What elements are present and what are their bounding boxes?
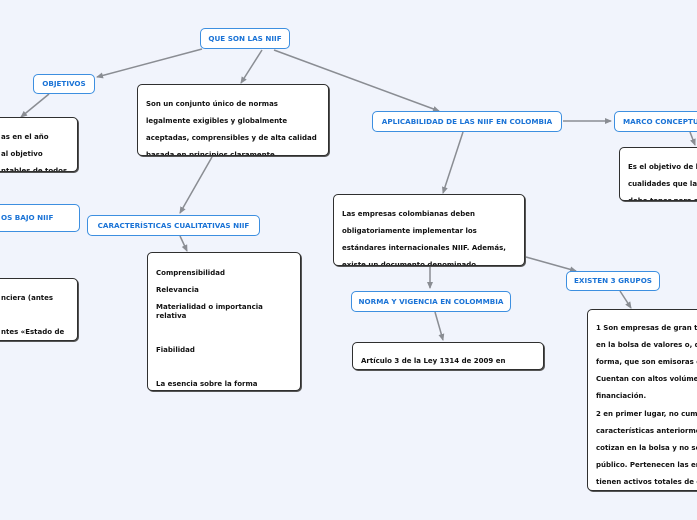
note-line: Las empresas colombianas deben: [342, 209, 475, 218]
note-line: 2 en primer lugar, no cum: [596, 409, 697, 418]
note-gap: [1, 311, 69, 319]
note-line: ntables de todos: [1, 166, 68, 172]
topic-norma-y-vigencia[interactable]: NORMA Y VIGENCIA EN COLOMMBIA: [351, 291, 511, 312]
note-estados[interactable]: nciera (antes ntes «Estado de Patrimonio…: [0, 278, 78, 341]
note-norma-y-vigencia[interactable]: Artículo 3 de la Ley 1314 de 2009 en Col…: [352, 342, 544, 370]
topic-marco-label: MARCO CONCEPTUA: [623, 116, 697, 126]
note-aplicabilidad[interactable]: Las empresas colombianas deben obligator…: [333, 194, 525, 266]
central-topic-que-son-las-niif[interactable]: QUE SON LAS NIIF: [200, 28, 290, 49]
topic-caracteristicas-label: CARACTERÍSTICAS CUALITATIVAS NIIF: [97, 220, 250, 230]
topic-objetivos-label: OBJETIVOS: [42, 79, 86, 89]
list-item: Comprensibilidad: [156, 268, 225, 277]
topic-estados-label: OS BAJO NIIF: [1, 213, 54, 223]
connector-caracteristicas-list: [179, 235, 188, 252]
note-line: Son un conjunto único de normas: [146, 99, 278, 108]
central-topic-label: QUE SON LAS NIIF: [208, 33, 282, 43]
list-item: La esencia sobre la forma: [156, 379, 258, 388]
connector-central-definicion: [240, 49, 263, 84]
note-objetivos[interactable]: as en el año al objetivo ntables de todo…: [0, 117, 78, 172]
topic-objetivos[interactable]: OBJETIVOS: [33, 74, 95, 94]
note-line: 1 Son empresas de gran ta: [596, 323, 697, 332]
connector-definicion-caracteristicas: [179, 156, 213, 214]
note-line: legalmente exigibles y globalmente: [146, 116, 288, 125]
connector-central-objetivos: [96, 48, 203, 79]
connector-grupos-note: [619, 290, 632, 309]
note-line: existe un documento denominado: [342, 261, 477, 266]
note-line: tienen activos totales de e: [596, 478, 697, 487]
note-line: al objetivo: [1, 149, 43, 158]
topic-aplicabilidad-niif-colombia[interactable]: APLICABILIDAD DE LAS NIIF EN COLOMBIA: [372, 111, 562, 132]
note-line: características anteriorme: [596, 426, 697, 435]
list-item: Relevancia: [156, 285, 199, 294]
connector-norma-note: [434, 311, 445, 341]
note-line: cualidades que la: [628, 179, 697, 188]
topic-aplicabilidad-label: APLICABILIDAD DE LAS NIIF EN COLOMBIA: [381, 116, 553, 126]
note-existen-3-grupos[interactable]: 1 Son empresas de gran ta en la bolsa de…: [587, 309, 697, 491]
connector-aplicabilidad-note: [442, 131, 464, 194]
note-marco-conceptual[interactable]: Es el objetivo de l cualidades que la de…: [619, 147, 697, 201]
note-line: debe tener para s: [628, 196, 697, 201]
note-line: Cuentan con altos volúme: [596, 375, 697, 384]
note-line: as en el año: [1, 132, 49, 141]
note-line: aceptadas, comprensibles y de alta calid…: [146, 133, 317, 142]
topic-grupos-label: EXISTEN 3 GRUPOS: [574, 276, 652, 286]
note-line: cotizan en la bolsa y no so: [596, 443, 697, 452]
note-line: financiación.: [596, 392, 647, 401]
note-line: basada en principios claramente articula…: [146, 151, 275, 156]
topic-estados-bajo-niif[interactable]: OS BAJO NIIF: [0, 204, 80, 232]
list-gap: [156, 363, 292, 371]
note-caracteristicas-list[interactable]: Comprensibilidad Relevancia Materialidad…: [147, 252, 301, 391]
topic-norma-label: NORMA Y VIGENCIA EN COLOMMBIA: [358, 296, 504, 306]
list-gap: [156, 329, 292, 337]
connector-objetivos-note: [20, 93, 50, 118]
topic-existen-3-grupos[interactable]: EXISTEN 3 GRUPOS: [566, 271, 660, 291]
topic-caracteristicas-cualitativas[interactable]: CARACTERÍSTICAS CUALITATIVAS NIIF: [87, 215, 260, 236]
list-item: Fiabilidad: [156, 345, 195, 354]
note-line: en la bolsa de valores o, d: [596, 340, 697, 349]
connector-marco-note: [689, 131, 696, 146]
note-line: obligatoriamente implementar los: [342, 226, 477, 235]
connector-aplicabilidad-grupos: [525, 256, 577, 273]
note-definicion-niif[interactable]: Son un conjunto único de normas legalmen…: [137, 84, 329, 156]
topic-marco-conceptual[interactable]: MARCO CONCEPTUA: [614, 111, 697, 132]
note-line: estándares internacionales NIIF. Además,: [342, 243, 506, 252]
note-line: público. Pertenecen las em: [596, 461, 697, 470]
note-line: Artículo 3 de la Ley 1314 de 2009 en: [361, 356, 506, 365]
note-line: Es el objetivo de l: [628, 162, 697, 171]
note-line: nciera (antes: [1, 293, 54, 302]
list-item: Materialidad o importancia relativa: [156, 302, 263, 320]
note-line: ntes «Estado de: [1, 327, 65, 336]
note-line: forma, que son emisoras d: [596, 357, 697, 366]
